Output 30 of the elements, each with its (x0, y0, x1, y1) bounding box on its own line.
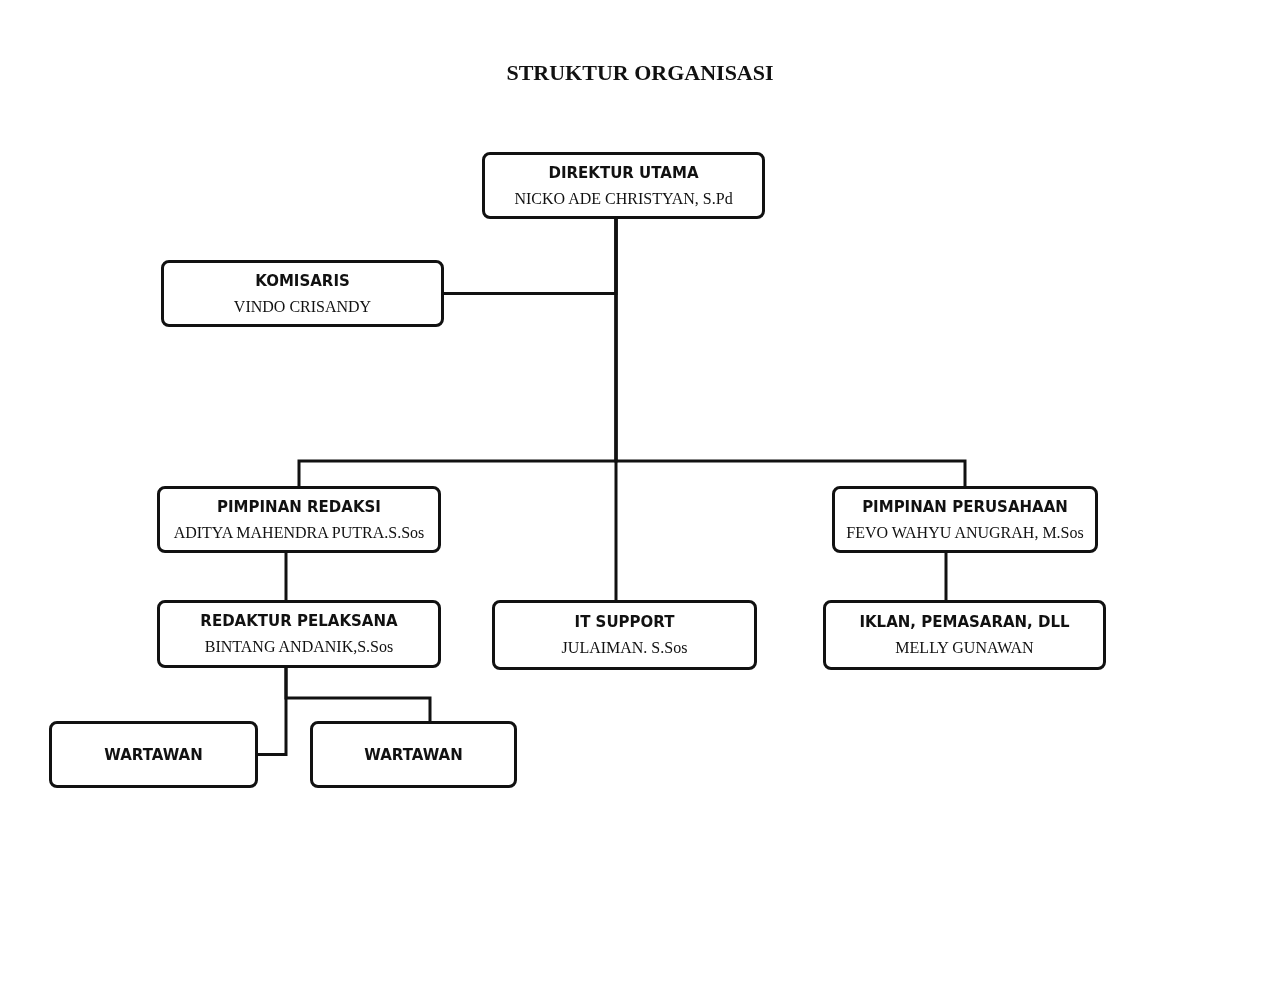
person-name: NICKO ADE CHRISTYAN, S.Pd (514, 189, 733, 208)
person-name: VINDO CRISANDY (233, 297, 372, 316)
person-name: ADITYA MAHENDRA PUTRA.S.Sos (173, 523, 425, 542)
position-title: REDAKTUR PELAKSANA (200, 612, 398, 630)
person-name: BINTANG ANDANIK,S.Sos (204, 638, 394, 656)
connector-line (614, 219, 967, 486)
org-box (310, 721, 517, 788)
person-name: JULAIMAN. S.Sos (561, 639, 688, 657)
diagram-title: STRUKTUR ORGANISASI (506, 60, 774, 86)
connector-line (284, 668, 432, 721)
position-title: PIMPINAN REDAKSI (217, 497, 381, 516)
org-box (161, 260, 444, 327)
position-title: DIREKTUR UTAMA (548, 163, 699, 182)
position-title: KOMISARIS (255, 271, 350, 290)
position-title: IT SUPPORT (574, 613, 675, 631)
org-box (157, 600, 441, 668)
org-box (492, 600, 757, 670)
person-name: FEVO WAHYU ANUGRAH, M.Sos (846, 523, 1084, 542)
connector-line (944, 553, 948, 600)
connector-line (284, 553, 288, 600)
position-title: WARTAWAN (364, 745, 463, 764)
org-box (49, 721, 258, 788)
position-title: PIMPINAN PERUSAHAAN (862, 497, 1068, 516)
person-name: MELLY GUNAWAN (895, 639, 1034, 657)
position-title: WARTAWAN (104, 745, 203, 764)
position-title: IKLAN, PEMASARAN, DLL (859, 613, 1070, 631)
org-box (832, 486, 1098, 553)
org-box (823, 600, 1106, 670)
org-box (157, 486, 441, 553)
org-box (482, 152, 765, 219)
